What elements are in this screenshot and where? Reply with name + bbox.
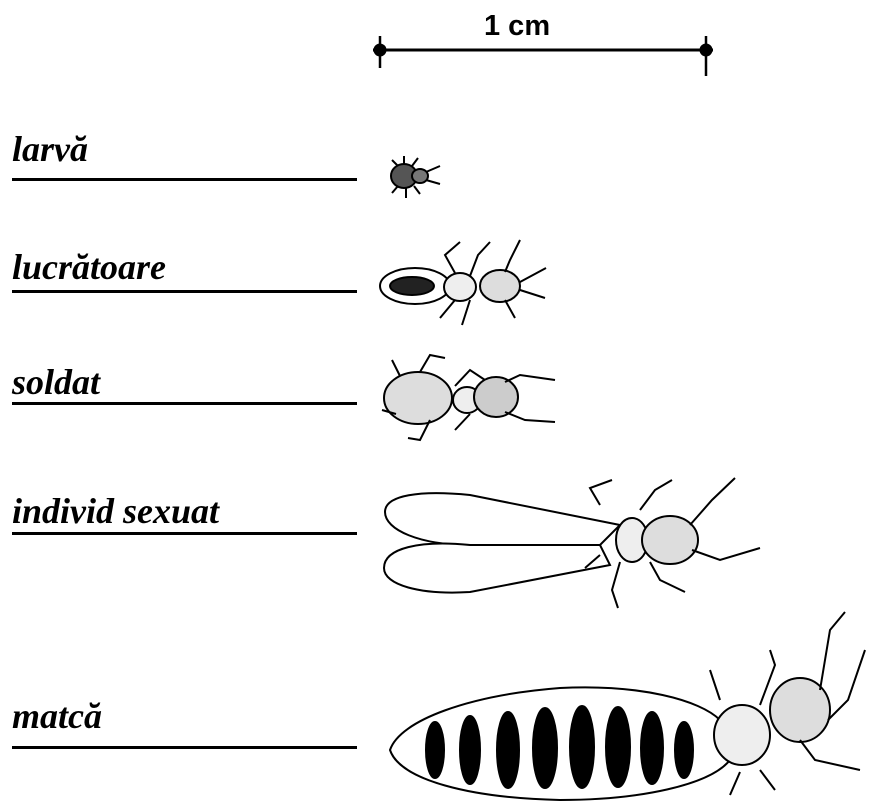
caste-label-worker: lucrătoare [12,246,166,288]
caste-label-queen: matcă [12,695,102,737]
queen-illustration [390,612,865,800]
caste-label-soldier: soldat [12,361,100,403]
leader-line-alate [12,532,357,535]
leader-line-worker [12,290,357,293]
soldier-illustration [382,355,555,440]
leader-line-soldier [12,402,357,405]
leader-line-larva [12,178,357,181]
worker-illustration [380,240,546,325]
leader-line-queen [12,746,357,749]
larva-illustration [391,156,440,198]
alate-illustration [384,478,760,608]
caste-label-larva: larvă [12,128,88,170]
scale-bar [373,36,713,76]
caste-label-alate: individ sexuat [12,490,219,532]
